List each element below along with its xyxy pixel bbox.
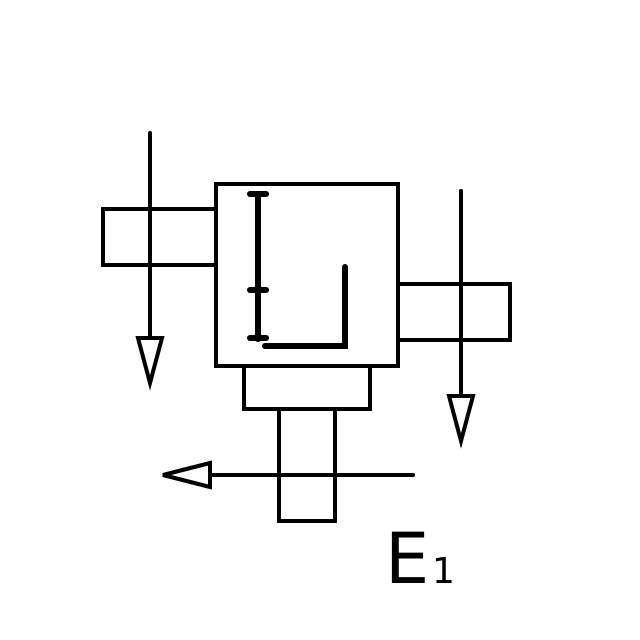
- inner-l-bracket: [262, 264, 348, 349]
- right-shaft-box: [396, 282, 512, 342]
- label-suffix: 1: [432, 551, 455, 592]
- left-arrowhead: [135, 336, 165, 391]
- lower-flange-box: [242, 364, 372, 411]
- inner-l-symbol: [247, 191, 348, 349]
- horizontal-arrowhead: [162, 460, 212, 490]
- label-main: E: [385, 518, 429, 600]
- left-down-arrow: [135, 131, 165, 391]
- main-housing-box: [214, 182, 400, 368]
- right-down-arrow: [446, 189, 476, 449]
- horizontal-left-arrow: [162, 460, 415, 490]
- right-arrowhead: [446, 394, 476, 449]
- left-shaft-box: [101, 207, 218, 267]
- bottom-shaft-box: [277, 407, 337, 523]
- diagram-label-group: E 1: [385, 518, 455, 600]
